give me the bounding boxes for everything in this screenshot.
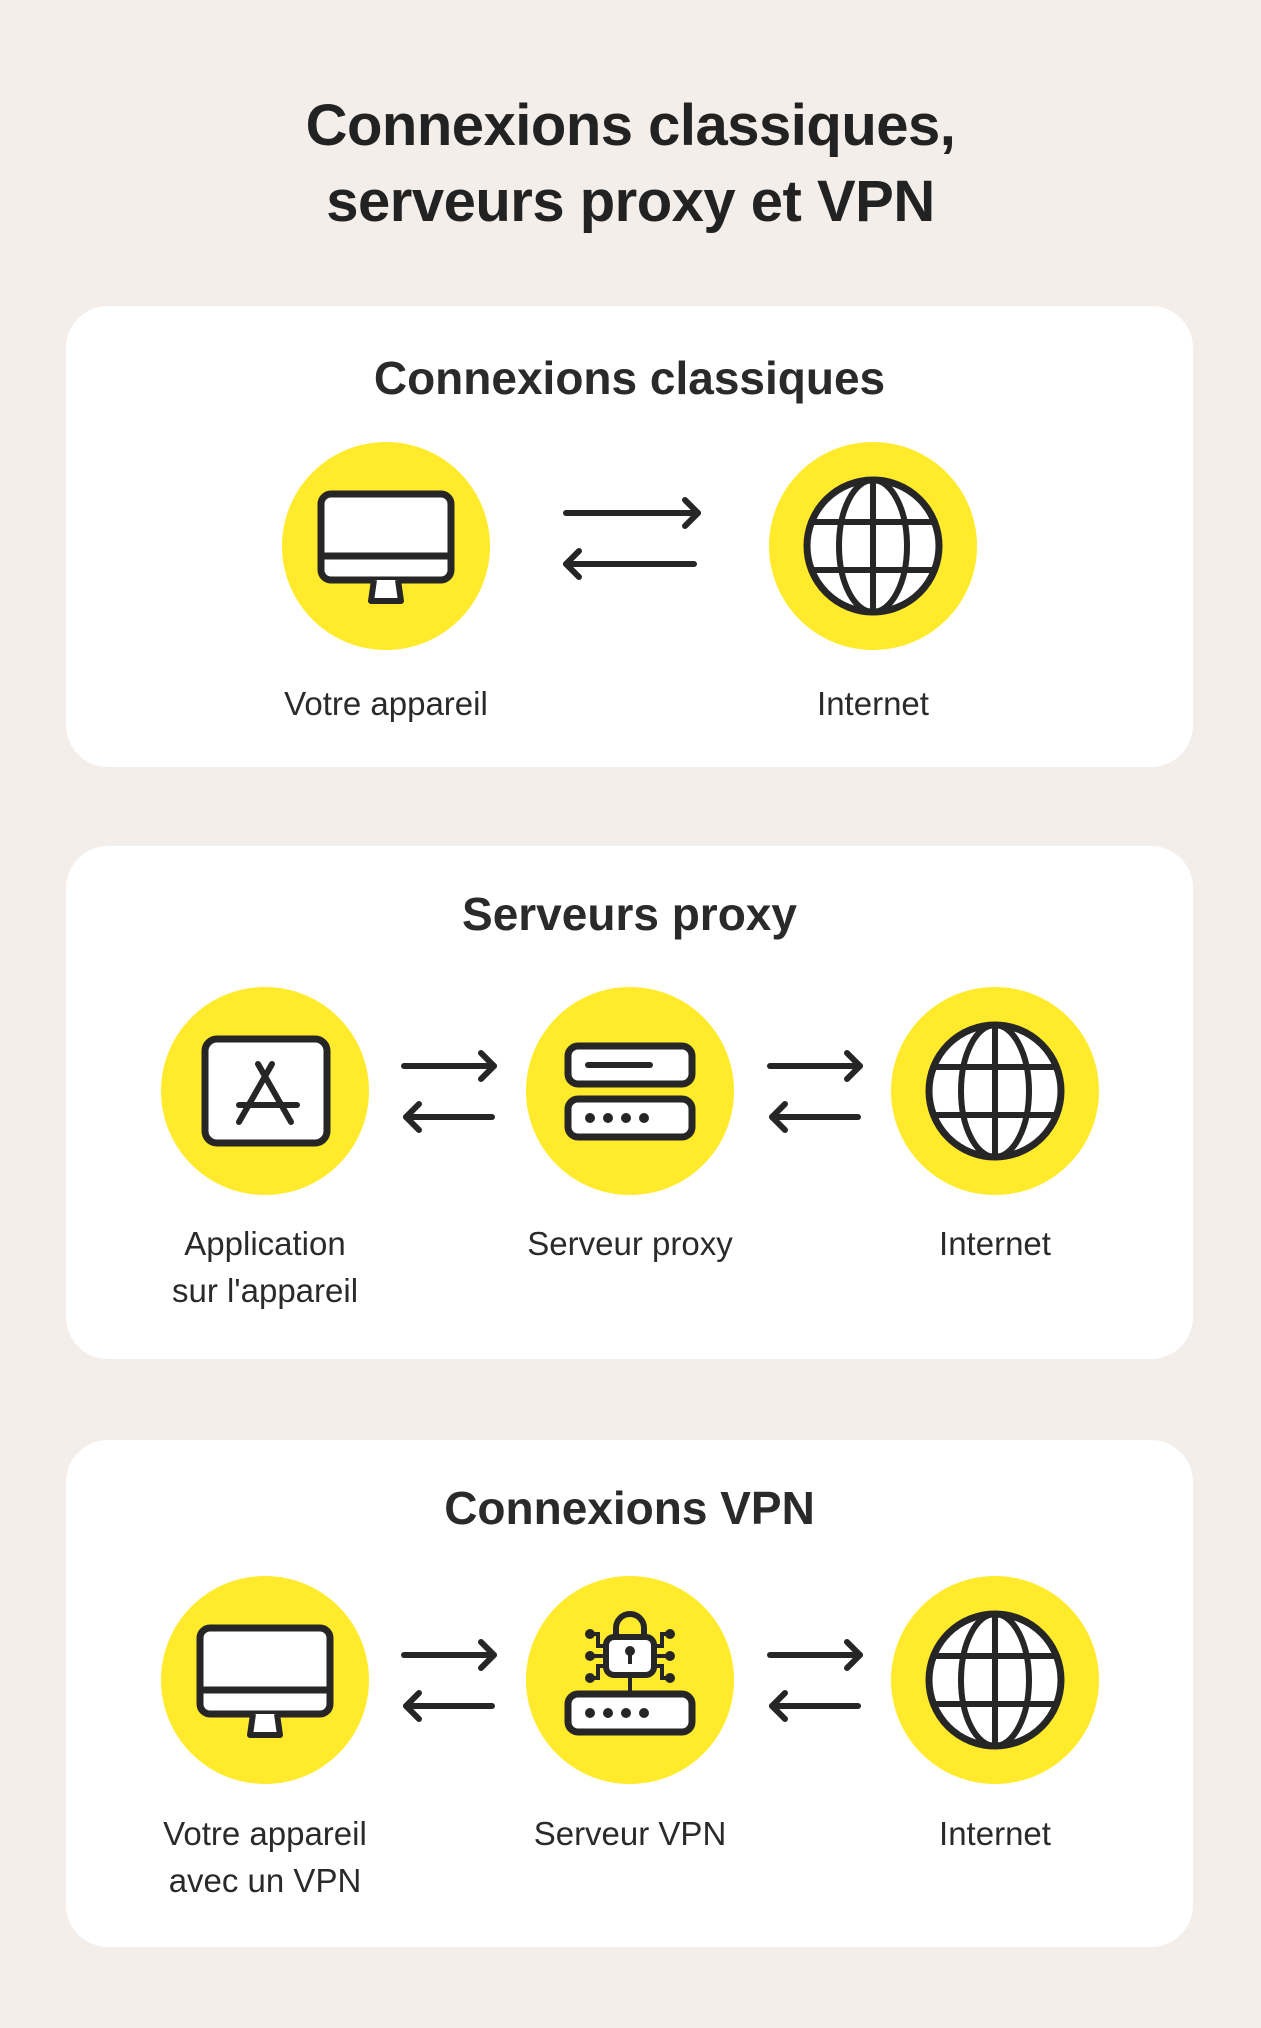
node-proxy-server: [526, 987, 734, 1195]
arrows-icon: [398, 1637, 502, 1727]
label-internet: Internet: [939, 1225, 1051, 1262]
bidirectional-arrows: [764, 1637, 868, 1727]
card-title: Connexions classiques: [373, 352, 886, 404]
vpn-server-lock-icon: [526, 1576, 734, 1784]
monitor-icon: [161, 1576, 369, 1784]
node-device-vpn: [161, 1576, 369, 1784]
globe-icon: [769, 442, 977, 650]
globe-icon: [891, 1576, 1099, 1784]
arrows-icon: [764, 1048, 868, 1138]
bidirectional-arrows: [398, 1048, 502, 1138]
card-vpn-connections: Connexions VPN Votre appareil avec un VP…: [66, 1440, 1193, 1947]
server-icon: [526, 987, 734, 1195]
label-device: Votre appareil: [284, 685, 488, 722]
label-internet: Internet: [939, 1815, 1051, 1852]
label-device-vpn: Votre appareil avec un VPN: [163, 1815, 367, 1899]
node-internet: [891, 987, 1099, 1195]
arrows-icon: [398, 1048, 502, 1138]
node-internet: [891, 1576, 1099, 1784]
page-title-line-2: serveurs proxy et VPN: [326, 169, 935, 234]
bidirectional-arrows: [398, 1637, 502, 1727]
bidirectional-arrows: [558, 495, 708, 585]
bidirectional-arrows: [764, 1048, 868, 1138]
label-internet: Internet: [817, 685, 929, 722]
page-title: Connexions classiques, serveurs proxy et…: [0, 88, 1261, 240]
node-vpn-server: [526, 1576, 734, 1784]
label-device-app: Application sur l'appareil: [171, 1225, 359, 1309]
node-device-app: [161, 987, 369, 1195]
globe-icon: [891, 987, 1099, 1195]
label-proxy-server: Serveur proxy: [527, 1225, 733, 1262]
node-device: [282, 442, 490, 650]
app-store-icon: [161, 987, 369, 1195]
arrows-icon: [764, 1637, 868, 1727]
monitor-icon: [282, 442, 490, 650]
arrows-icon: [558, 495, 708, 585]
label-vpn-server: Serveur VPN: [533, 1815, 727, 1852]
card-title: Connexions VPN: [444, 1482, 815, 1534]
page-title-line-1: Connexions classiques,: [305, 93, 956, 158]
card-title: Serveurs proxy: [462, 888, 797, 940]
card-classic-connections: Connexions classiques Votre appareil Int…: [66, 306, 1193, 767]
node-internet: [769, 442, 977, 650]
card-proxy-servers: Serveurs proxy Application sur l'apparei…: [66, 846, 1193, 1359]
